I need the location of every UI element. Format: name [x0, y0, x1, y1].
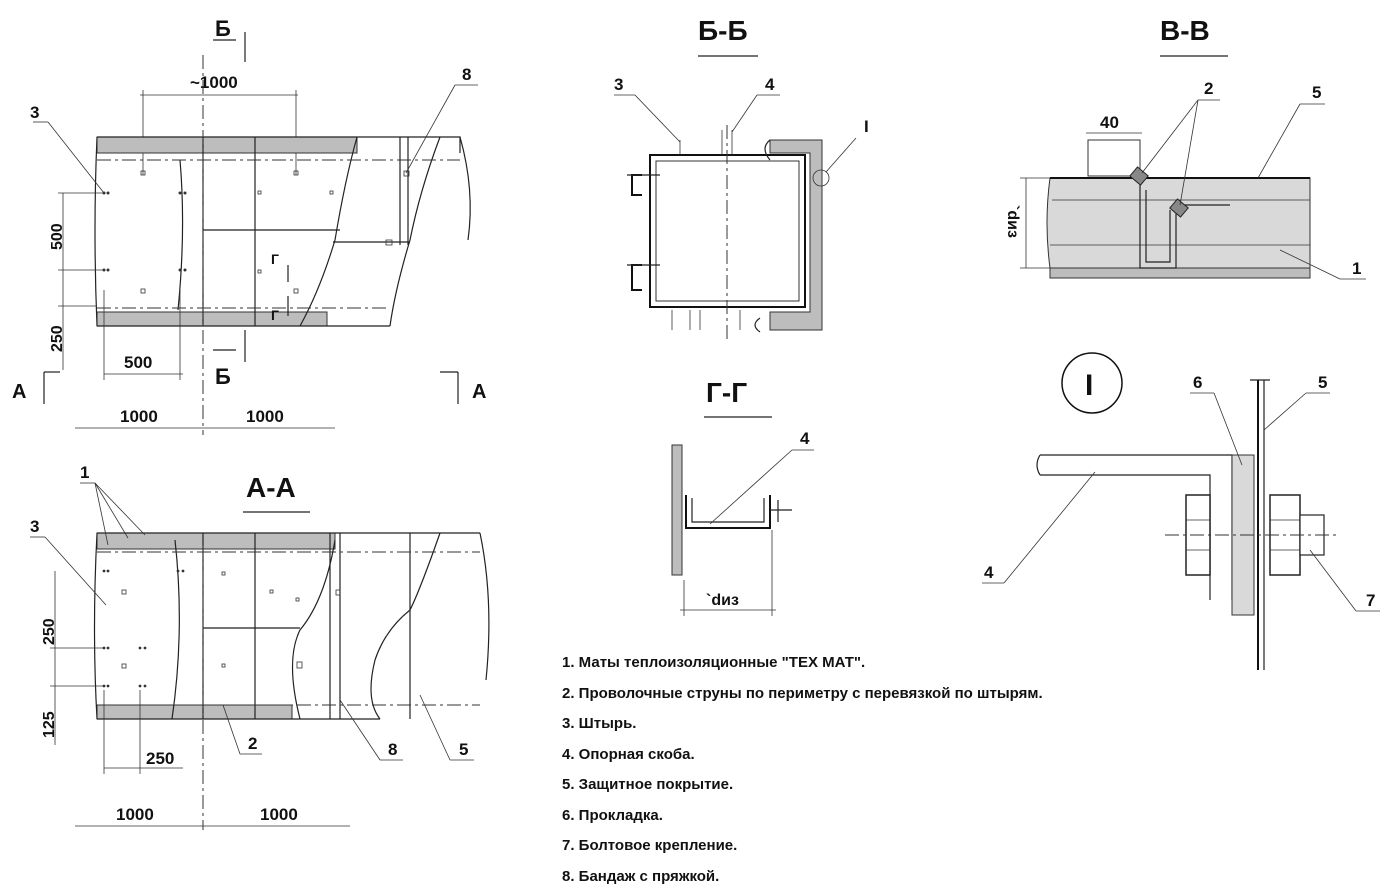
plan-mark-a-left: А	[12, 381, 26, 403]
section-gg-dim-d: `dиз	[706, 592, 739, 609]
legend-item: 5. Защитное покрытие.	[562, 770, 1262, 801]
detail-i-label-4: 4	[984, 563, 994, 582]
section-aa-dim-1000-right: 1000	[260, 805, 298, 824]
svg-text:Г: Г	[271, 307, 279, 323]
plan-dim-500-horizontal: 500	[124, 353, 152, 372]
section-aa-label-3: 3	[30, 517, 39, 536]
plan-dim-250-vertical: 250	[49, 325, 66, 352]
legend-item: 8. Бандаж с пряжкой.	[562, 862, 1262, 892]
section-gg-title: Г-Г	[706, 377, 747, 408]
section-aa-dim-125-vertical: 125	[41, 711, 58, 738]
svg-text:Г: Г	[271, 251, 279, 267]
section-vv-dim-40: 40	[1100, 113, 1119, 132]
plan-dim-1000-left: 1000	[120, 407, 158, 426]
section-aa-title: А-А	[246, 472, 296, 503]
section-aa-view: А-А 1 3	[30, 463, 489, 830]
section-bb-view: Б-Б 3 4 I	[614, 15, 869, 340]
legend-item: 2. Проволочные струны по периметру с пер…	[562, 679, 1262, 710]
detail-i-label-6: 6	[1193, 373, 1202, 392]
section-gg-label-4: 4	[800, 429, 810, 448]
section-vv-label-1: 1	[1352, 259, 1361, 278]
section-vv-label-5: 5	[1312, 83, 1321, 102]
section-aa-label-2: 2	[248, 734, 257, 753]
section-bb-label-4: 4	[765, 75, 775, 94]
plan-section-mark-top: Б	[215, 16, 231, 41]
plan-view: Б ~1000	[12, 16, 486, 435]
section-aa-label-5: 5	[459, 740, 468, 759]
detail-i-view: I 6 5 4 7	[982, 353, 1380, 670]
section-gg-view: Г-Г 4 `dиз	[672, 377, 814, 616]
detail-i-label-5: 5	[1318, 373, 1327, 392]
legend-item: 3. Штырь.	[562, 709, 1262, 740]
section-aa-label-1: 1	[80, 463, 89, 482]
section-vv-view: В-В 40 2 5 1 `dиз	[1004, 15, 1366, 279]
detail-i-title: I	[1085, 369, 1093, 402]
plan-dim-top: ~1000	[190, 73, 238, 92]
section-bb-title: Б-Б	[698, 15, 748, 46]
section-vv-label-2: 2	[1204, 79, 1213, 98]
section-aa-dim-1000-left: 1000	[116, 805, 154, 824]
plan-section-mark-bottom: Б	[215, 364, 231, 389]
section-aa-label-8: 8	[388, 740, 397, 759]
section-vv-title: В-В	[1160, 15, 1210, 46]
legend: 1. Маты теплоизоляционные "ТЕХ МАТ". 2. …	[562, 648, 1262, 892]
section-aa-dim-250-vertical: 250	[41, 618, 58, 645]
section-bb-label-i: I	[864, 117, 869, 136]
section-vv-dim-d: `dиз	[1004, 205, 1021, 238]
legend-item: 7. Болтовое крепление.	[562, 831, 1262, 862]
plan-mark-a-right: А	[472, 381, 486, 403]
legend-item: 1. Маты теплоизоляционные "ТЕХ МАТ".	[562, 648, 1262, 679]
plan-label-8: 8	[462, 65, 471, 84]
legend-item: 6. Прокладка.	[562, 801, 1262, 832]
section-bb-label-3: 3	[614, 75, 623, 94]
plan-label-3: 3	[30, 103, 39, 122]
section-aa-dim-250-horizontal: 250	[146, 749, 174, 768]
detail-i-label-7: 7	[1366, 591, 1375, 610]
plan-dim-1000-right: 1000	[246, 407, 284, 426]
legend-item: 4. Опорная скоба.	[562, 740, 1262, 771]
plan-dim-500-vertical: 500	[49, 223, 66, 250]
